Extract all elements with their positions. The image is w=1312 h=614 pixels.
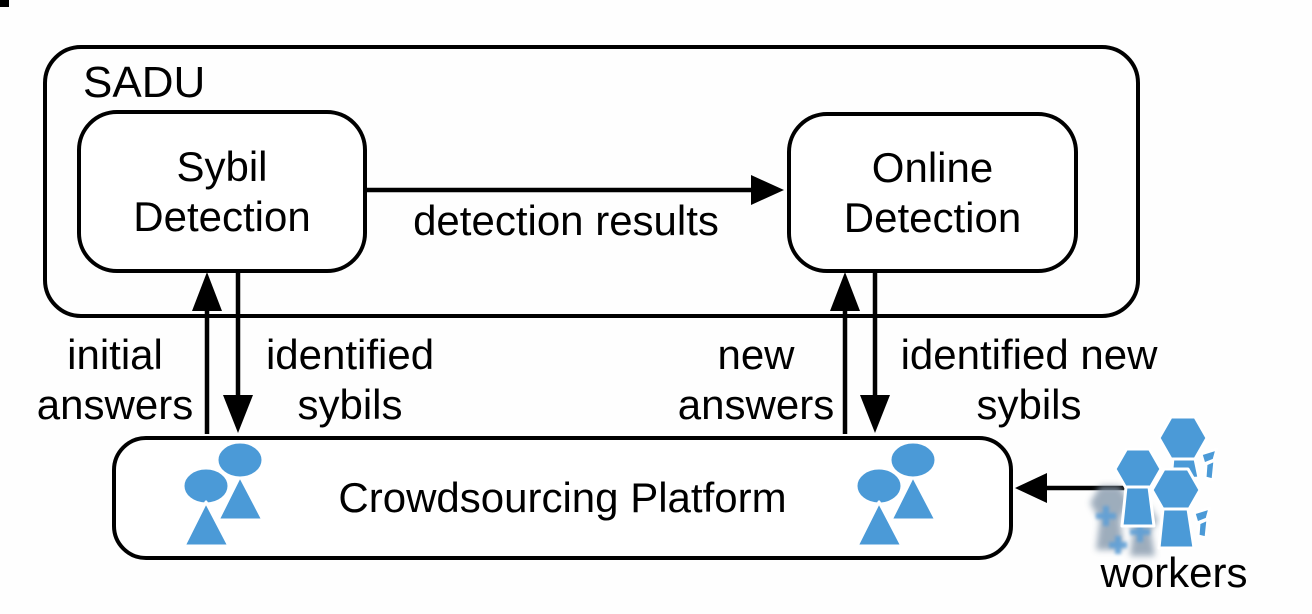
initial-answers-line2: answers (36, 381, 194, 428)
online-detection-label-line1: Online (871, 143, 994, 191)
sybil-detection-box: Sybil Detection (77, 110, 367, 273)
identified-sybils-line2: sybils (297, 381, 403, 428)
worker-arm-fragment-4 (1196, 517, 1210, 540)
identified-sybils-line1: identified (265, 331, 435, 378)
online-detection-label-line2: Detection (843, 193, 1022, 241)
crowdsourcing-platform-label: Crowdsourcing Platform (338, 474, 787, 521)
workers-label: workers (1100, 549, 1248, 596)
worker-arm-fragment-2 (1203, 458, 1217, 482)
workers-shadow-crosses (1096, 506, 1150, 554)
identified-new-sybils-line2: sybils (976, 381, 1082, 428)
scan-corner-artifact (0, 0, 9, 7)
worker-left-head-hexagon (1113, 447, 1163, 491)
new-answers-label: new answers (656, 330, 856, 430)
initial-answers-label: initial answers (15, 330, 215, 430)
sybil-detection-label-line2: Detection (133, 192, 311, 240)
hexagon-workers-icon (1090, 415, 1219, 556)
sadu-container-box: SADU (43, 45, 1140, 318)
sadu-label: SADU (83, 58, 206, 107)
worker-center-head-hexagon (1150, 467, 1202, 513)
new-answers-line2: answers (677, 381, 835, 428)
online-detection-box: Online Detection (787, 112, 1078, 273)
worker-top-head-hexagon (1157, 415, 1209, 461)
worker-center-body (1157, 507, 1196, 550)
crowd-people-icon (854, 440, 938, 548)
worker-left-body (1120, 485, 1156, 528)
detection-results-label: detection results (413, 197, 719, 244)
initial-answers-line1: initial (67, 331, 163, 378)
identified-new-sybils-line1: identified new (900, 331, 1158, 378)
crowd-people-icon (181, 440, 265, 548)
identified-new-sybils-label: identified new sybils (889, 330, 1169, 430)
new-answers-line1: new (717, 331, 795, 378)
identified-sybils-label: identified sybils (250, 330, 450, 430)
sybil-detection-label-line1: Sybil (176, 142, 268, 190)
